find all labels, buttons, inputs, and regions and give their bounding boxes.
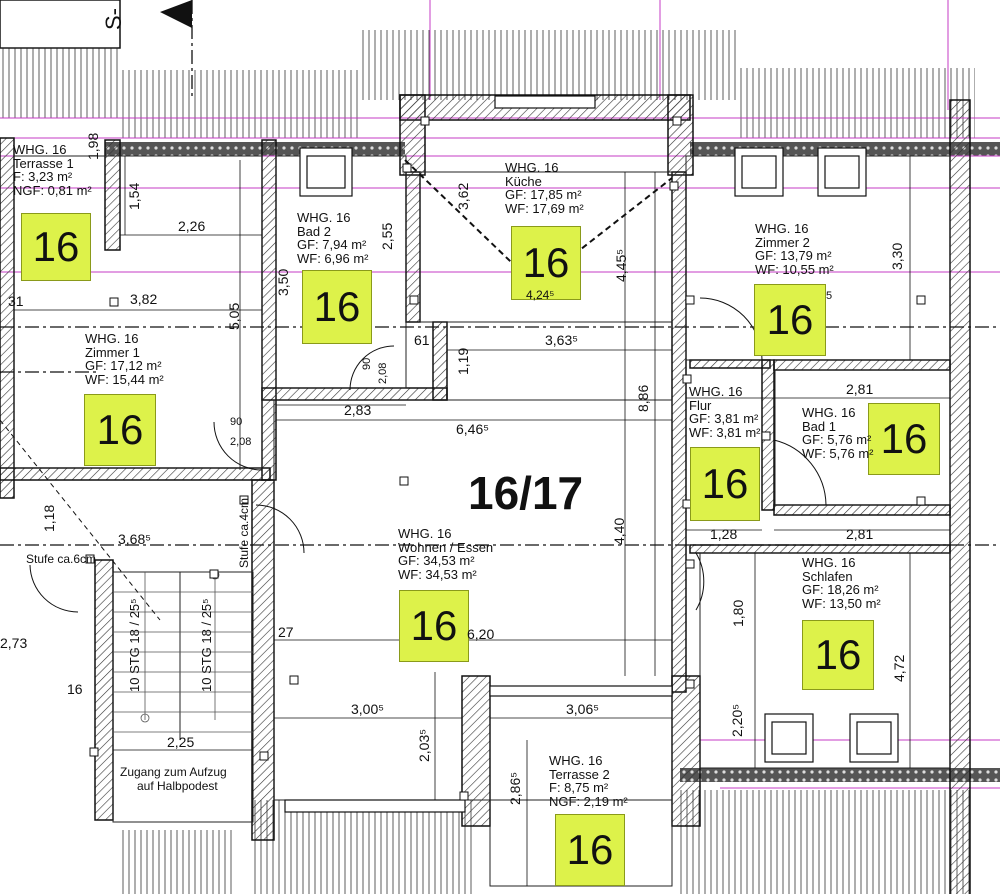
dim-6-46: 6,46⁵: [456, 421, 490, 437]
dim-2-25: 2,25: [167, 734, 195, 750]
note-zugang-line1: Zugang zum Aufzug: [120, 765, 227, 779]
dim-1-98: 1,98: [85, 132, 101, 160]
dim-3-82: 3,82: [130, 291, 158, 307]
dim-3-68: 3,68⁵: [118, 531, 152, 547]
dim-3-62: 3,62: [455, 182, 471, 210]
axis-lines: [0, 0, 1000, 546]
apartment-badge-terrasse2: 16: [555, 814, 625, 886]
dim-3-30: 3,30: [889, 242, 905, 270]
note-stufe-4cm: Stufe ca.4cm: [237, 497, 251, 568]
dim-2-03: 2,03⁵: [416, 728, 432, 762]
dim-1-28: 1,28: [710, 526, 738, 542]
dim-90-b: 90: [361, 357, 373, 370]
apartment-badge-bad1: 16: [868, 403, 940, 475]
dim-31: 31: [8, 293, 24, 309]
roof-hatching: [0, 30, 975, 894]
column-markers: [85, 116, 926, 801]
windows: [284, 95, 899, 813]
dim-2-20: 2,20⁵: [729, 703, 745, 737]
dim-5-05: 5,05: [226, 302, 242, 330]
dim-2-83: 2,83: [344, 402, 372, 418]
stair-label-left: 10 STG 18 / 25⁵: [127, 598, 142, 692]
apartment-badge-zimmer2: 16: [754, 284, 826, 356]
dim-2-55: 2,55: [379, 222, 395, 250]
note-stufe-6cm: Stufe ca.6cm: [26, 552, 97, 566]
section-mark-label: S-: [101, 8, 126, 30]
dim-2-26: 2,26: [178, 218, 206, 234]
note-zugang-line2: auf Halbpodest: [137, 779, 218, 793]
dim-4-24: 4,24⁵: [526, 288, 555, 302]
dim-2-86: 2,86⁵: [507, 771, 523, 805]
dim-2-73: 2,73: [0, 635, 28, 651]
apartment-badge-kueche: 16: [511, 226, 581, 300]
dim-16: 16: [67, 681, 83, 697]
dim-1-18: 1,18: [41, 504, 57, 532]
dim-6-20: 6,20: [467, 626, 495, 642]
dim-4-72: 4,72: [891, 654, 907, 682]
dim-3-00: 3,00⁵: [351, 701, 385, 717]
dimension-lines: [14, 156, 950, 886]
zimmer1-diagonal: [0, 419, 161, 621]
dim-3-63: 3,63⁵: [545, 332, 579, 348]
dim-3-06: 3,06⁵: [566, 701, 600, 717]
dim-27: 27: [278, 624, 294, 640]
insulation-band-top-left: [105, 142, 405, 156]
apartment-badge-flur: 16: [690, 447, 760, 521]
dim-2-81-bottom: 2,81: [846, 526, 874, 542]
dim-4-45: 4,45⁵: [613, 248, 629, 282]
interior-lines: [0, 0, 951, 887]
dim-2-08-a: 2,08: [230, 436, 252, 448]
apartment-badge-zimmer1: 16: [84, 394, 156, 466]
apartment-badge-wohnen: 16: [399, 590, 469, 662]
stair-label-right: 10 STG 18 / 25⁵: [199, 598, 214, 692]
dim-1-19: 1,19: [455, 347, 471, 375]
apartment-badge-schlafen: 16: [802, 620, 874, 690]
dim-90-a: 90: [230, 416, 243, 428]
dim-1-80: 1,80: [730, 599, 746, 627]
apartment-badge-bad2: 16: [302, 270, 372, 344]
apartment-badge-terrasse1: 16: [21, 213, 91, 281]
dim-1-54: 1,54: [126, 182, 142, 210]
insulation-band-bottom-right: [680, 768, 1000, 782]
dim-61: 61: [414, 332, 430, 348]
dim-3-50: 3,50: [275, 268, 291, 296]
dim-4-40: 4,40: [611, 517, 627, 545]
dim-2-81-top: 2,81: [846, 381, 874, 397]
apartment-number-label: 16/17: [468, 467, 584, 519]
dim-8-86: 8,86: [635, 384, 651, 412]
section-arrow-icon: [160, 0, 192, 28]
dim-2-08-b: 2,08: [377, 362, 389, 384]
dim-5: 5: [826, 290, 833, 302]
